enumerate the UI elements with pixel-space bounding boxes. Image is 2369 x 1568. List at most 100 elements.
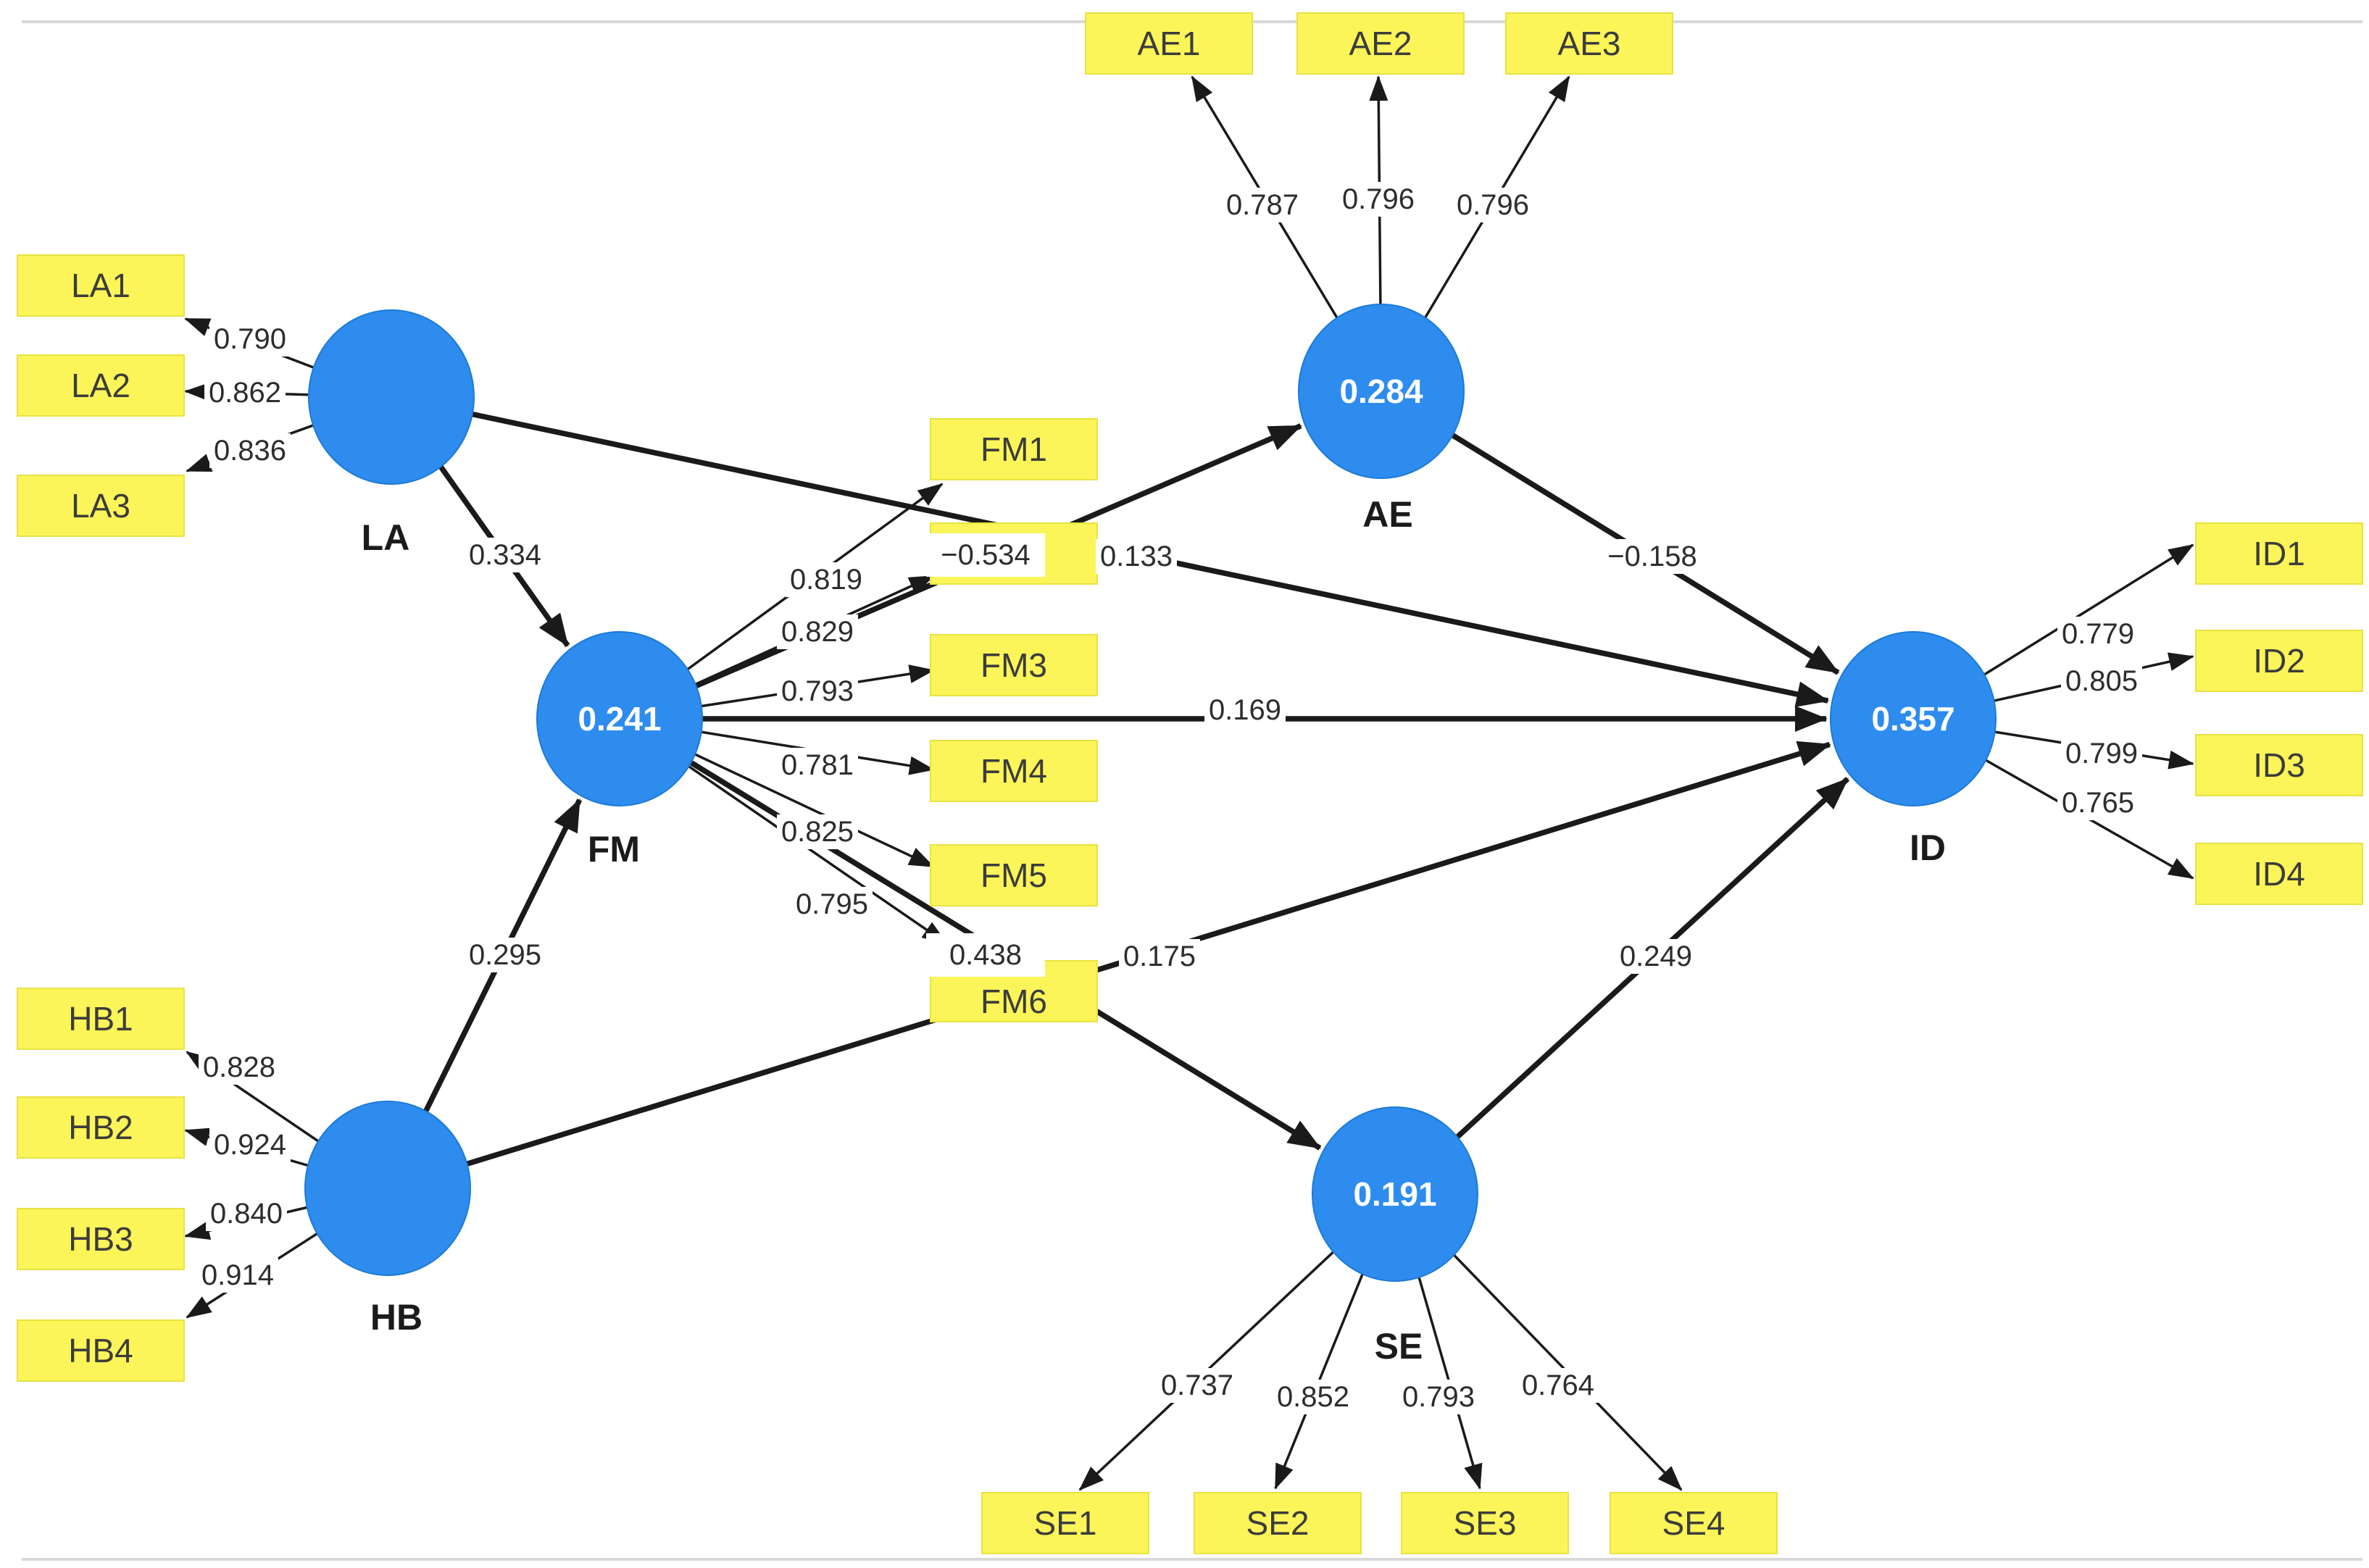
indicator-label-HB1: HB1 <box>68 1000 133 1038</box>
loading-value-bg-HB-HB2 <box>209 1127 291 1162</box>
loading-value-AE-AE1: 0.787 <box>1226 189 1299 221</box>
loading-value-bg-FM-FM4 <box>777 748 858 783</box>
indicator-label-SE2: SE2 <box>1246 1504 1310 1542</box>
indicator-box-HB2 <box>17 1096 185 1159</box>
r-squared-SE: 0.191 <box>1353 1175 1436 1213</box>
latent-node-FM <box>536 631 703 806</box>
path-value-LA-FM: 0.334 <box>469 539 541 571</box>
loading-value-bg-LA-LA3 <box>209 433 291 468</box>
path-value-bg-FM-AE <box>926 533 1045 577</box>
latent-node-label-HB: HB <box>370 1297 422 1338</box>
indicator-box-LA1 <box>17 254 185 317</box>
loading-value-HB-HB2: 0.924 <box>214 1129 286 1161</box>
indicator-box-AE3 <box>1505 12 1673 75</box>
latent-node-label-SE: SE <box>1375 1326 1423 1367</box>
latent-node-AE <box>1298 304 1465 479</box>
indicator-box-LA2 <box>17 354 185 417</box>
latent-node-LA <box>308 309 475 485</box>
indicator-box-FM1 <box>930 418 1098 480</box>
loading-value-bg-FM-FM2 <box>777 614 858 649</box>
indicator-box-AE2 <box>1296 12 1465 75</box>
indicator-label-LA3: LA3 <box>71 487 130 525</box>
r-squared-ID: 0.357 <box>1871 700 1954 738</box>
loading-value-bg-SE-SE1 <box>1157 1368 1238 1403</box>
loading-value-HB-HB1: 0.828 <box>203 1051 275 1083</box>
loading-value-bg-AE-AE2 <box>1338 182 1419 217</box>
loading-value-bg-FM-FM1 <box>786 562 867 597</box>
indicator-label-ID4: ID4 <box>2253 855 2305 893</box>
indicator-box-SE2 <box>1194 1492 1362 1554</box>
indicator-box-HB4 <box>17 1319 185 1382</box>
loading-value-bg-SE-SE4 <box>1517 1368 1599 1403</box>
loading-value-AE-AE3: 0.796 <box>1457 189 1529 221</box>
loading-value-AE-AE2: 0.796 <box>1342 183 1415 215</box>
indicator-label-FM6: FM6 <box>981 983 1047 1020</box>
latent-node-HB <box>304 1101 471 1276</box>
latent-node-label-AE: AE <box>1362 494 1412 535</box>
loading-value-bg-SE-SE2 <box>1273 1380 1354 1414</box>
loading-value-HB-HB4: 0.914 <box>201 1259 274 1291</box>
path-value-SE-ID: 0.249 <box>1620 941 1692 972</box>
indicator-label-HB2: HB2 <box>68 1109 133 1146</box>
indicator-box-ID4 <box>2195 843 2363 905</box>
path-value-HB-ID: 0.175 <box>1123 941 1196 972</box>
path-value-bg-HB-ID <box>1119 939 1200 974</box>
path-value-bg-AE-ID <box>1604 539 1700 574</box>
loading-value-bg-FM-FM3 <box>777 674 858 709</box>
loading-value-ID-ID3: 0.799 <box>2065 738 2138 770</box>
path-value-LA-ID: 0.133 <box>1100 541 1173 572</box>
path-value-bg-SE-ID <box>1615 939 1696 974</box>
loading-value-ID-ID2: 0.805 <box>2065 665 2138 697</box>
indicator-label-FM1: FM1 <box>981 430 1047 468</box>
loading-value-FM-FM4: 0.781 <box>781 749 854 781</box>
indicator-box-HB3 <box>17 1208 185 1270</box>
loading-value-bg-ID-ID4 <box>2057 785 2139 820</box>
indicator-label-HB3: HB3 <box>68 1220 133 1258</box>
loading-value-SE-SE1: 0.737 <box>1161 1369 1233 1401</box>
indicator-box-SE3 <box>1401 1492 1569 1554</box>
indicator-label-ID3: ID3 <box>2253 746 2305 784</box>
loading-value-bg-AE-AE3 <box>1452 188 1533 222</box>
indicator-label-ID1: ID1 <box>2253 535 2305 572</box>
indicator-label-AE2: AE2 <box>1349 25 1412 62</box>
path-arrow-SE-ID <box>1393 777 1850 1196</box>
loading-value-LA-LA2: 0.862 <box>209 377 281 409</box>
path-value-FM-AE: −0.534 <box>941 539 1030 571</box>
path-value-bg-LA-FM <box>465 538 546 572</box>
latent-node-label-LA: LA <box>362 517 410 558</box>
indicator-label-AE1: AE1 <box>1138 25 1201 62</box>
loading-value-FM-FM6: 0.795 <box>796 888 868 920</box>
loading-value-bg-HB-HB1 <box>199 1050 280 1085</box>
loading-value-bg-ID-ID2 <box>2061 664 2142 698</box>
path-value-bg-HB-FM <box>465 938 546 972</box>
loading-value-FM-FM1: 0.819 <box>790 564 862 596</box>
loading-value-bg-HB-HB4 <box>197 1258 278 1293</box>
loading-value-bg-FM-FM6 <box>791 887 873 922</box>
loading-value-FM-FM3: 0.793 <box>781 675 854 707</box>
indicator-label-LA1: LA1 <box>71 267 130 304</box>
indicator-box-FM5 <box>930 844 1098 906</box>
indicator-box-LA3 <box>17 475 185 537</box>
path-value-bg-FM-SE <box>926 933 1045 977</box>
loading-value-bg-FM-FM5 <box>777 814 858 849</box>
indicator-box-ID1 <box>2195 522 2363 585</box>
indicator-label-FM4: FM4 <box>981 752 1047 790</box>
path-value-FM-ID: 0.169 <box>1209 694 1281 726</box>
indicator-box-FM3 <box>930 634 1098 696</box>
path-arrow-HB-ID <box>386 741 1831 1191</box>
r-squared-FM: 0.241 <box>578 700 661 738</box>
loading-value-FM-FM5: 0.825 <box>781 816 854 848</box>
indicator-label-FM5: FM5 <box>981 856 1047 894</box>
indicator-label-LA2: LA2 <box>71 367 130 404</box>
loading-value-SE-SE3: 0.793 <box>1402 1381 1475 1413</box>
loading-value-HB-HB3: 0.840 <box>210 1198 283 1230</box>
latent-node-label-FM: FM <box>588 829 640 870</box>
indicator-label-SE1: SE1 <box>1034 1504 1097 1542</box>
indicator-box-SE1 <box>981 1492 1149 1554</box>
loading-value-ID-ID4: 0.765 <box>2062 787 2134 819</box>
loading-value-bg-LA-LA2 <box>204 375 286 410</box>
indicator-label-ID2: ID2 <box>2253 642 2305 680</box>
latent-node-ID <box>1830 631 1997 806</box>
